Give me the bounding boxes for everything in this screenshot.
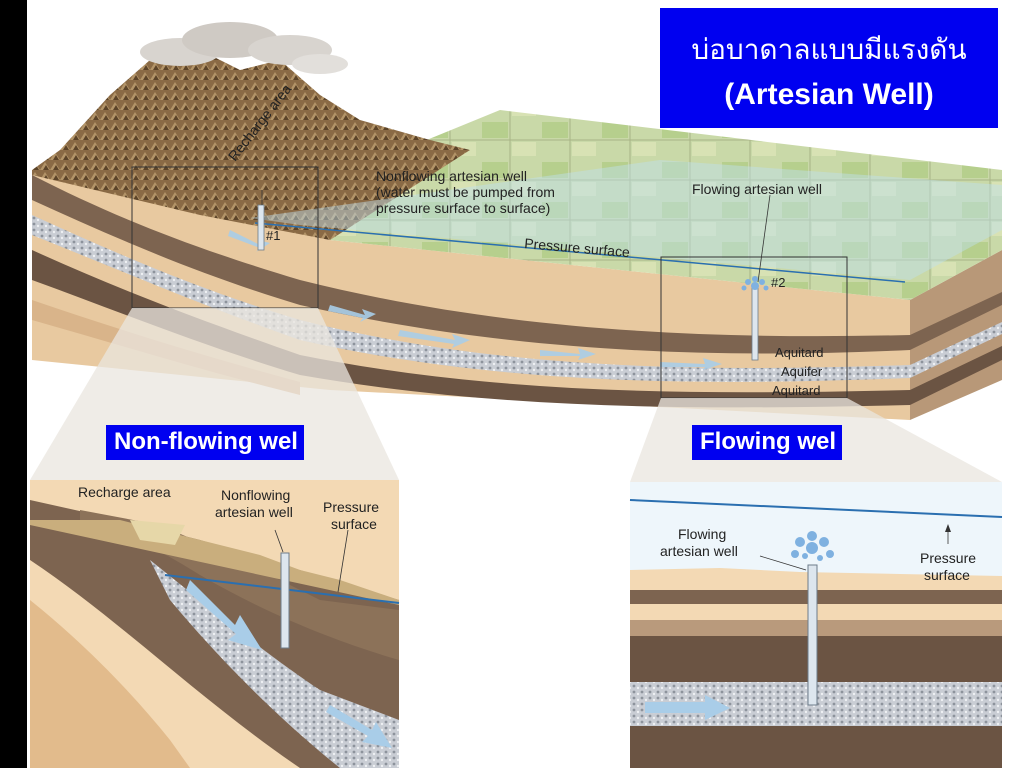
flowing-well-banner: Flowing wel <box>692 425 842 460</box>
nonflowing-well-label-line1: Nonflowing artesian well <box>376 168 527 184</box>
well-1-pipe <box>257 204 265 251</box>
well-1-marker: #1 <box>266 228 280 243</box>
layer-label-aquitard-bottom: Aquitard <box>772 383 820 398</box>
layer-label-aquifer: Aquifer <box>781 364 823 379</box>
inset-right-diagram <box>629 482 1003 768</box>
inset-left-recharge-label: Recharge area <box>78 484 171 500</box>
title-box: บ่อบาดาลแบบมีแรงดัน (Artesian Well) <box>660 8 998 128</box>
layer-label-aquitard-top: Aquitard <box>775 345 823 360</box>
inset-right-pressure-label-line2: surface <box>924 567 970 583</box>
left-edge-bar <box>0 0 27 768</box>
inset-left-pressure-label-line1: Pressure <box>323 499 379 515</box>
water-spray-icon <box>741 276 769 291</box>
inset-left-diagram <box>30 480 400 768</box>
well-2-pipe <box>751 287 759 361</box>
nonflowing-well-label-line3: pressure surface to surface) <box>376 200 550 216</box>
inset-right-well-label-line1: Flowing <box>678 526 726 542</box>
title-english: (Artesian Well) <box>724 78 934 111</box>
flowing-well-label: Flowing artesian well <box>692 181 822 197</box>
inset-right-pressure-label-line1: Pressure <box>920 550 976 566</box>
inset-right-well-label-line2: artesian well <box>660 543 738 559</box>
cloud-icon <box>140 22 348 74</box>
main-block-diagram <box>32 22 1002 420</box>
title-thai: บ่อบาดาลแบบมีแรงดัน <box>691 33 967 66</box>
non-flowing-well-banner: Non-flowing wel <box>106 425 304 460</box>
inset-right-well-pipe <box>807 564 818 706</box>
inset-left-pressure-label-line2: surface <box>331 516 377 532</box>
water-spray-icon <box>791 531 834 561</box>
inset-left-well-pipe <box>280 552 290 649</box>
inset-left-well-label-line1: Nonflowing <box>221 487 290 503</box>
inset-left-well-label-line2: artesian well <box>215 504 293 520</box>
nonflowing-well-label-line2: (water must be pumped from <box>376 184 555 200</box>
well-2-marker: #2 <box>771 275 785 290</box>
